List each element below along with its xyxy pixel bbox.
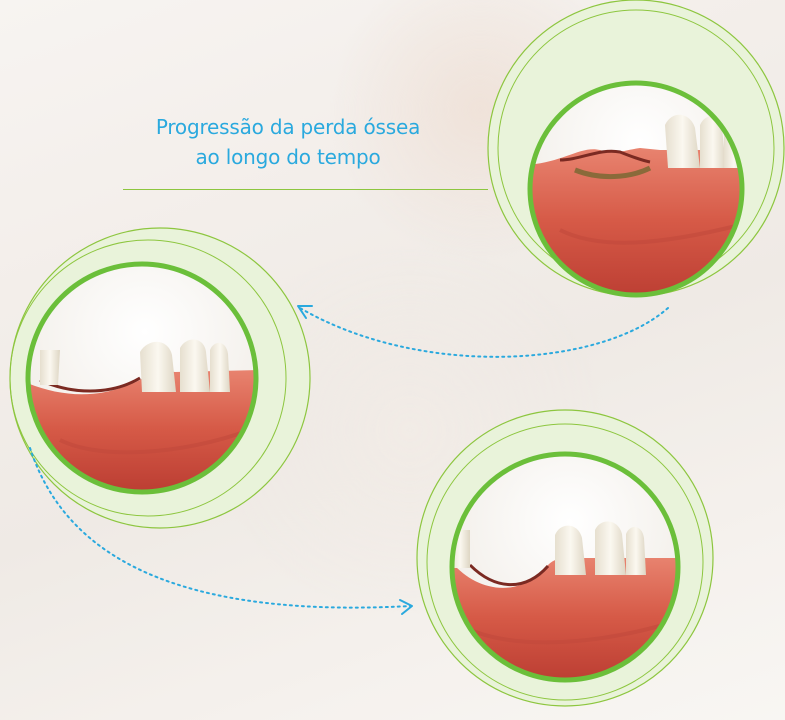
arrowhead bbox=[298, 306, 312, 318]
stage-advanced-bone-loss bbox=[417, 410, 713, 706]
stage-moderate-bone-loss bbox=[10, 228, 310, 528]
progression-arrow-1 bbox=[298, 306, 668, 357]
stage-initial-tooth-loss bbox=[488, 0, 784, 310]
dotted-arrow-icon bbox=[300, 308, 668, 357]
